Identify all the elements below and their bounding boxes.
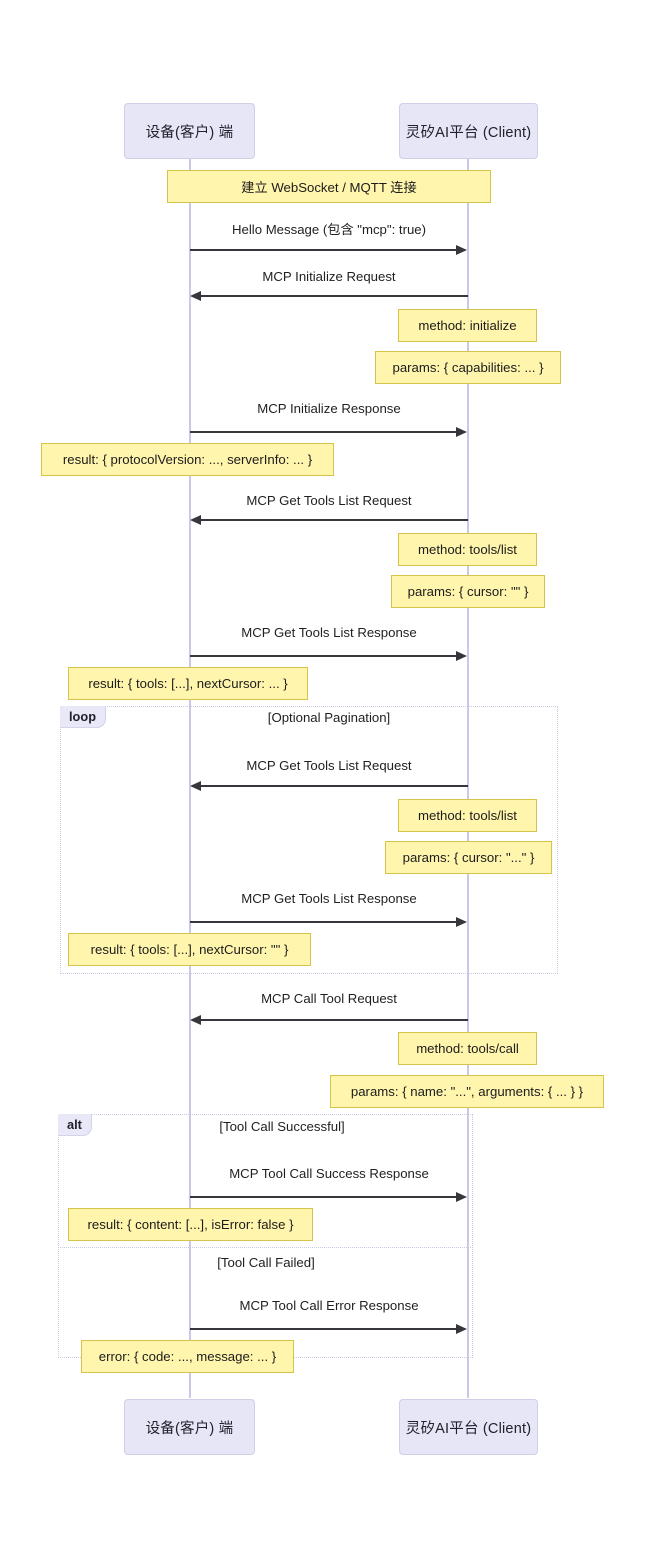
- fragment-loop: [60, 706, 558, 974]
- note-tools-call-params-label: params: { name: "...", arguments: { ... …: [350, 1084, 584, 1099]
- message-label-tools-list-response-2: MCP Get Tools List Response: [241, 891, 417, 906]
- message-label-init-response: MCP Initialize Response: [257, 401, 401, 416]
- participant-device-top[interactable]: 设备(客户) 端: [124, 103, 255, 159]
- note-init-method-label: method: initialize: [418, 318, 517, 333]
- note-init-params: params: { capabilities: ... }: [375, 351, 561, 384]
- message-arrowhead-tools-list-request-2: [190, 780, 201, 791]
- note-tools-list-method-2-label: method: tools/list: [418, 808, 517, 823]
- fragment-alt-tag-label: alt: [67, 1117, 82, 1132]
- message-label-call-tool-request: MCP Call Tool Request: [261, 991, 397, 1006]
- participant-device-bottom[interactable]: 设备(客户) 端: [124, 1399, 255, 1455]
- note-tools-call-method-label: method: tools/call: [416, 1041, 519, 1056]
- message-arrowhead-tool-error-response: [456, 1323, 467, 1334]
- message-arrow-call-tool-request: [201, 1019, 468, 1021]
- message-arrowhead-tool-success-response: [456, 1191, 467, 1202]
- participant-device-bottom-label: 设备(客户) 端: [145, 1420, 234, 1437]
- message-arrow-tools-list-response-2: [190, 921, 458, 923]
- note-tools-list-result: result: { tools: [...], nextCursor: ... …: [68, 667, 308, 700]
- lifeline-device: [189, 158, 191, 1398]
- note-tools-list-method-label: method: tools/list: [418, 542, 517, 557]
- note-connect: 建立 WebSocket / MQTT 连接: [167, 170, 491, 203]
- note-tools-list-params: params: { cursor: "" }: [391, 575, 545, 608]
- participant-platform-bottom-label: 灵矽AI平台 (Client): [405, 1420, 532, 1437]
- message-label-hello: Hello Message (包含 "mcp": true): [231, 222, 427, 237]
- fragment-alt-title: [Tool Call Successful]: [219, 1119, 345, 1134]
- note-tools-call-method: method: tools/call: [398, 1032, 537, 1065]
- message-arrowhead-init-response: [456, 426, 467, 437]
- message-arrow-init-response: [190, 431, 458, 433]
- message-arrowhead-tools-list-response-2: [456, 916, 467, 927]
- note-connect-label: 建立 WebSocket / MQTT 连接: [241, 180, 417, 195]
- note-tools-list-result-2: result: { tools: [...], nextCursor: "" }: [68, 933, 311, 966]
- message-label-tools-list-response: MCP Get Tools List Response: [241, 625, 417, 640]
- lifeline-platform: [467, 158, 469, 1398]
- message-arrow-tools-list-response: [190, 655, 458, 657]
- message-label-tools-list-request-2: MCP Get Tools List Request: [246, 758, 412, 773]
- note-tool-success-result-label: result: { content: [...], isError: false…: [87, 1217, 294, 1232]
- note-tools-list-result-label: result: { tools: [...], nextCursor: ... …: [88, 676, 288, 691]
- message-label-init-request: MCP Initialize Request: [262, 269, 396, 284]
- message-arrowhead-call-tool-request: [190, 1014, 201, 1025]
- message-arrow-hello: [190, 249, 458, 251]
- fragment-alt-divider: [58, 1247, 473, 1248]
- note-tools-call-params: params: { name: "...", arguments: { ... …: [330, 1075, 604, 1108]
- note-tool-error-result-label: error: { code: ..., message: ... }: [98, 1349, 277, 1364]
- note-tools-list-method-2: method: tools/list: [398, 799, 537, 832]
- message-label-tools-list-request: MCP Get Tools List Request: [246, 493, 412, 508]
- message-arrowhead-tools-list-response: [456, 650, 467, 661]
- fragment-loop-tag: loop: [60, 706, 107, 728]
- fragment-loop-tag-label: loop: [69, 709, 97, 724]
- participant-platform-top[interactable]: 灵矽AI平台 (Client): [399, 103, 538, 159]
- note-tools-list-params-2-label: params: { cursor: "..." }: [402, 850, 535, 865]
- note-tool-error-result: error: { code: ..., message: ... }: [81, 1340, 294, 1373]
- message-label-tool-error-response: MCP Tool Call Error Response: [239, 1298, 419, 1313]
- note-init-params-label: params: { capabilities: ... }: [392, 360, 544, 375]
- note-init-result: result: { protocolVersion: ..., serverIn…: [41, 443, 334, 476]
- note-tools-list-result-2-label: result: { tools: [...], nextCursor: "" }: [90, 942, 289, 957]
- note-tools-list-params-2: params: { cursor: "..." }: [385, 841, 552, 874]
- fragment-alt-else-title: [Tool Call Failed]: [217, 1255, 315, 1270]
- participant-device-top-label: 设备(客户) 端: [145, 124, 234, 141]
- message-arrow-init-request: [201, 295, 468, 297]
- message-arrow-tool-success-response: [190, 1196, 458, 1198]
- message-arrow-tools-list-request-2: [201, 785, 468, 787]
- participant-platform-top-label: 灵矽AI平台 (Client): [405, 124, 532, 141]
- note-init-result-label: result: { protocolVersion: ..., serverIn…: [62, 452, 313, 467]
- note-tools-list-params-label: params: { cursor: "" }: [407, 584, 529, 599]
- message-arrowhead-init-request: [190, 290, 201, 301]
- message-arrow-tools-list-request: [201, 519, 468, 521]
- message-arrowhead-hello: [456, 244, 467, 255]
- message-arrowhead-tools-list-request: [190, 514, 201, 525]
- note-tool-success-result: result: { content: [...], isError: false…: [68, 1208, 313, 1241]
- fragment-alt-tag: alt: [58, 1114, 92, 1136]
- note-init-method: method: initialize: [398, 309, 537, 342]
- message-arrow-tool-error-response: [190, 1328, 458, 1330]
- fragment-loop-title: [Optional Pagination]: [267, 710, 391, 725]
- note-tools-list-method: method: tools/list: [398, 533, 537, 566]
- message-label-tool-success-response: MCP Tool Call Success Response: [229, 1166, 429, 1181]
- participant-platform-bottom[interactable]: 灵矽AI平台 (Client): [399, 1399, 538, 1455]
